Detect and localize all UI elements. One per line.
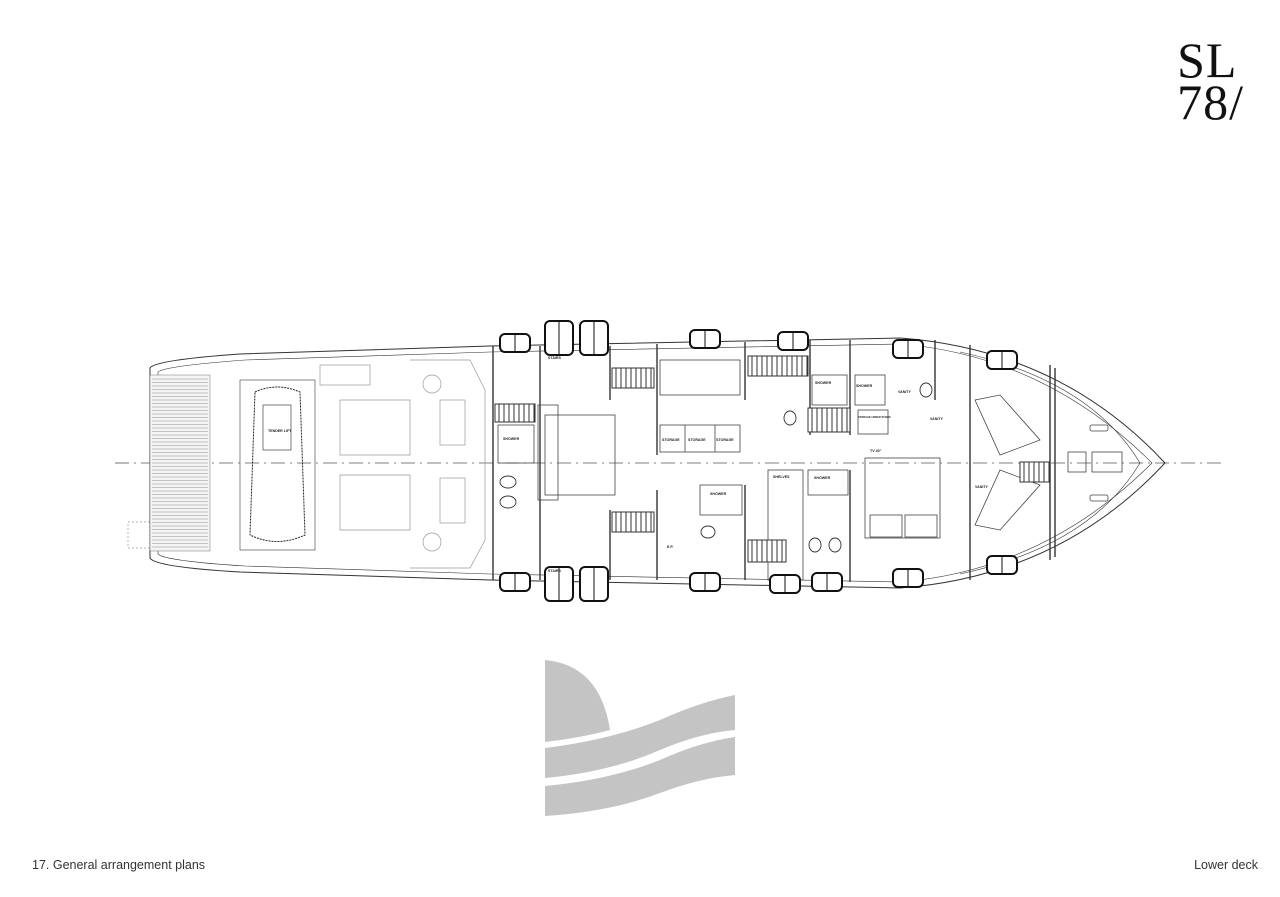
label-stairs: STAIRS (548, 356, 562, 360)
label-storage: STORAGE (716, 438, 734, 442)
label-shower: SHOWER (710, 492, 727, 496)
label-tv: TV 40" (870, 449, 882, 453)
room-labels: SHOWER STORAGE STORAGE STORAGE SHOWER SH… (503, 356, 989, 573)
label-vanity: VANITY (975, 485, 989, 489)
label-stairs: STAIRS (548, 569, 562, 573)
label-ep: E.P. (667, 545, 673, 549)
stair-block (1019, 461, 1051, 483)
label-storage: STORAGE (662, 438, 680, 442)
label-shelves: SHELVES (773, 475, 790, 479)
stair-block (807, 407, 851, 433)
wave-watermark (545, 660, 735, 816)
label-shower: SHOWER (814, 476, 831, 480)
stairs (494, 355, 1051, 563)
label-storage-under-stairs: STORAGE UNDER STAIRS (858, 415, 891, 419)
deck-name: Lower deck (1194, 858, 1258, 872)
label-vanity: VANITY (898, 390, 912, 394)
stair-block (611, 367, 655, 389)
label-shower: SHOWER (815, 381, 832, 385)
logo-line-1: SL (1177, 32, 1238, 88)
sl78-logo: SL 78/ (1177, 32, 1244, 130)
stair-block (611, 511, 655, 533)
logo-line-2: 78/ (1177, 74, 1244, 130)
label-storage: STORAGE (688, 438, 706, 442)
stair-block (747, 355, 809, 377)
label-shower: SHOWER (856, 384, 873, 388)
section-title: 17. General arrangement plans (32, 858, 206, 872)
hull (149, 337, 1166, 589)
label-vanity: VANITY (930, 417, 944, 421)
garage (127, 359, 486, 569)
interior (497, 359, 1123, 581)
portholes (499, 320, 1018, 602)
label-tender-lift: TENDER LIFT (268, 429, 292, 433)
stair-block (494, 403, 536, 423)
swim-platform (149, 374, 211, 552)
label-shower: SHOWER (503, 437, 520, 441)
toilets (499, 382, 933, 553)
